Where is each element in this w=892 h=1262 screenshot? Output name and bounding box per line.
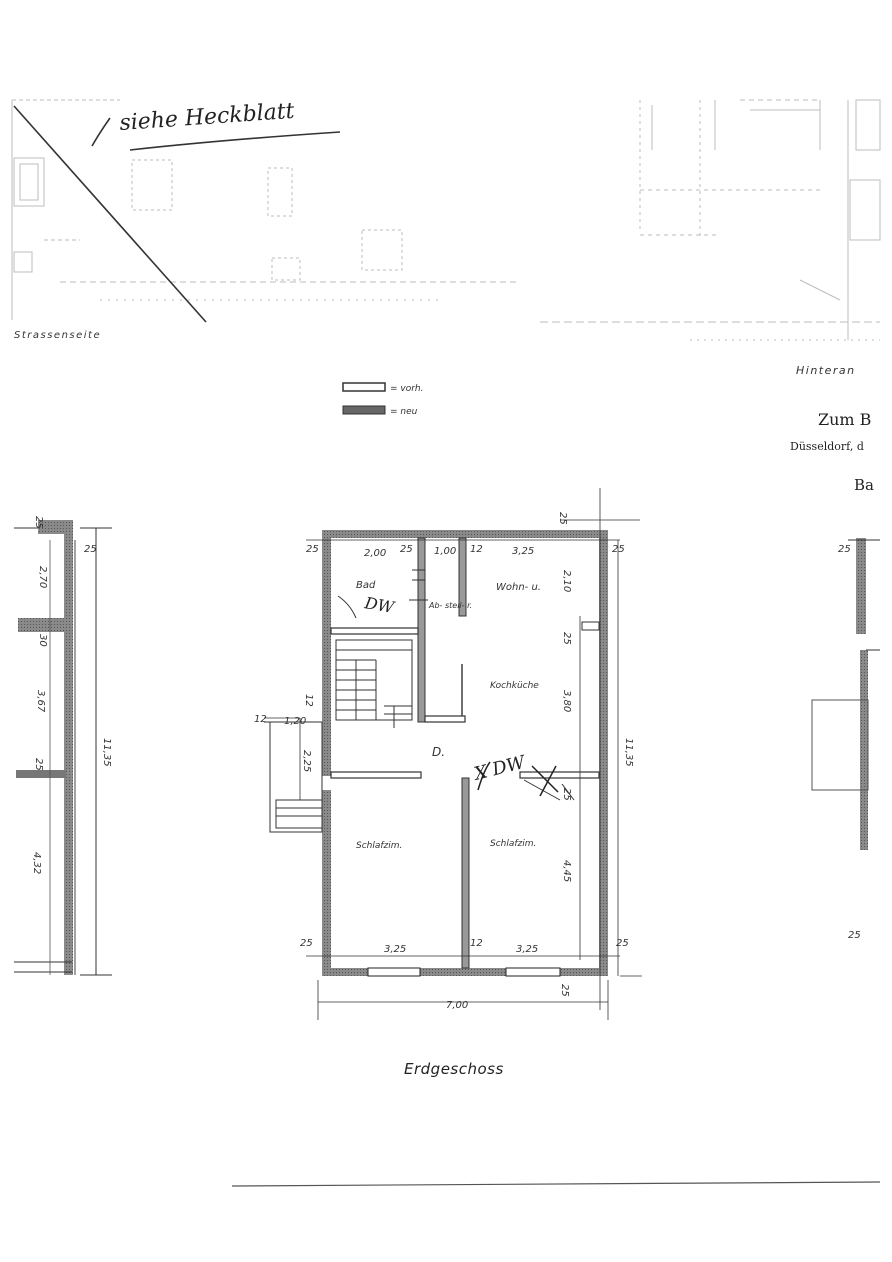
street-side-label: Strassenseite: [14, 330, 101, 341]
legend-new-label: = neu: [390, 407, 418, 417]
wall-corridor-right: [519, 771, 600, 779]
dim-total-w: 7,00: [446, 1000, 468, 1011]
elevation-sketch: [11, 99, 881, 341]
dim-h445: 4,45: [561, 860, 572, 882]
dim-b25b: 25: [616, 938, 629, 949]
dim-w12: 12: [470, 544, 483, 555]
floor-title: Erdgeschoss: [404, 1060, 504, 1078]
dim-h25: 25: [561, 632, 572, 645]
dim-left12b: 12: [254, 714, 267, 725]
wall-left-lower: [322, 790, 331, 976]
rear-side-label: Hinteran: [796, 364, 856, 377]
left-section: [14, 520, 112, 976]
markup-dw-2: X DW: [470, 752, 528, 786]
staircase: [335, 639, 413, 728]
wall-bad-right: [417, 537, 426, 723]
dim-left-top: 25: [33, 516, 44, 529]
dim-left-432: 4,32: [31, 852, 42, 874]
dim-b325a: 3,25: [384, 944, 406, 955]
room-label-bad: Bad: [356, 580, 376, 591]
entrance-steps: [264, 721, 323, 833]
dimension-lines: [264, 488, 642, 1020]
wall-bad-bottom: [330, 627, 419, 635]
dim-left120: 1,20: [284, 716, 306, 727]
dim-w100: 1,00: [434, 546, 456, 557]
dim-left-270: 2,70: [37, 566, 48, 588]
dim-right-25b: 25: [848, 930, 861, 941]
dim-total-h: 11,35: [623, 738, 634, 767]
handwritten-note: siehe Heckblatt: [119, 99, 296, 136]
dim-h210: 2,10: [561, 570, 572, 592]
door-swings: [337, 560, 575, 801]
wall-top: [322, 530, 608, 538]
dim-w25c: 25: [612, 544, 625, 555]
header-line-2: Düsseldorf, d: [790, 440, 864, 453]
room-label-schlaf2: Schlafzim.: [490, 839, 536, 849]
header-line-3: Ba: [854, 476, 874, 494]
dim-w25a: 25: [306, 544, 319, 555]
dim-left225: 2,25: [301, 750, 312, 772]
wall-bottom: [322, 968, 608, 976]
markup-strokes: [477, 761, 559, 797]
dim-b325b: 3,25: [516, 944, 538, 955]
dim-w325a: 3,25: [512, 546, 534, 557]
windows-bottom: [367, 967, 561, 977]
dim-b25c: 25: [559, 984, 570, 997]
dim-b12: 12: [470, 938, 483, 949]
room-label-abstell: Ab- stell- r.: [428, 601, 472, 610]
corridor-label: D.: [432, 745, 445, 759]
room-label-kochkueche: Kochküche: [490, 681, 539, 691]
wall-left-upper: [322, 530, 331, 776]
markup-dw-1: DW: [362, 593, 397, 617]
wall-kitchen-wohn: [581, 621, 600, 631]
dim-left-367: 3,67: [35, 690, 46, 713]
legend-swatch-old: [342, 382, 386, 392]
wall-right: [599, 530, 608, 976]
dim-right-25a: 25: [838, 544, 851, 555]
dim-h380: 3,80: [561, 690, 572, 712]
dim-h25b: 25: [561, 788, 572, 801]
strike-through-mark: [13, 105, 341, 323]
dim-w200: 2,00: [364, 548, 386, 559]
dim-left12a: 12: [303, 694, 314, 707]
wall-kitchen-stub: [424, 715, 466, 723]
dim-b25a: 25: [300, 938, 313, 949]
sheet-bottom-rule: [231, 1181, 881, 1187]
legend-swatch-new: [342, 405, 386, 415]
dim-left-total: 11,35: [101, 738, 112, 767]
right-section: [811, 538, 880, 850]
legend-old-label: = vorh.: [390, 384, 424, 394]
dim-left-25b: 25: [33, 758, 44, 771]
header-line-1: Zum B: [818, 410, 872, 429]
main-floor-plan: [264, 488, 642, 1020]
dim-left-25c: 25: [84, 544, 97, 555]
room-label-wohn: Wohn- u.: [496, 582, 541, 593]
dim-w25b: 25: [400, 544, 413, 555]
room-label-schlaf1: Schlafzim.: [356, 841, 402, 851]
wall-corridor-left: [330, 771, 422, 779]
dim-w25top: 25: [557, 512, 568, 525]
wall-abstell-right: [458, 537, 467, 617]
dim-left-30: 30: [37, 634, 48, 647]
wall-bedroom-divider: [461, 777, 470, 969]
